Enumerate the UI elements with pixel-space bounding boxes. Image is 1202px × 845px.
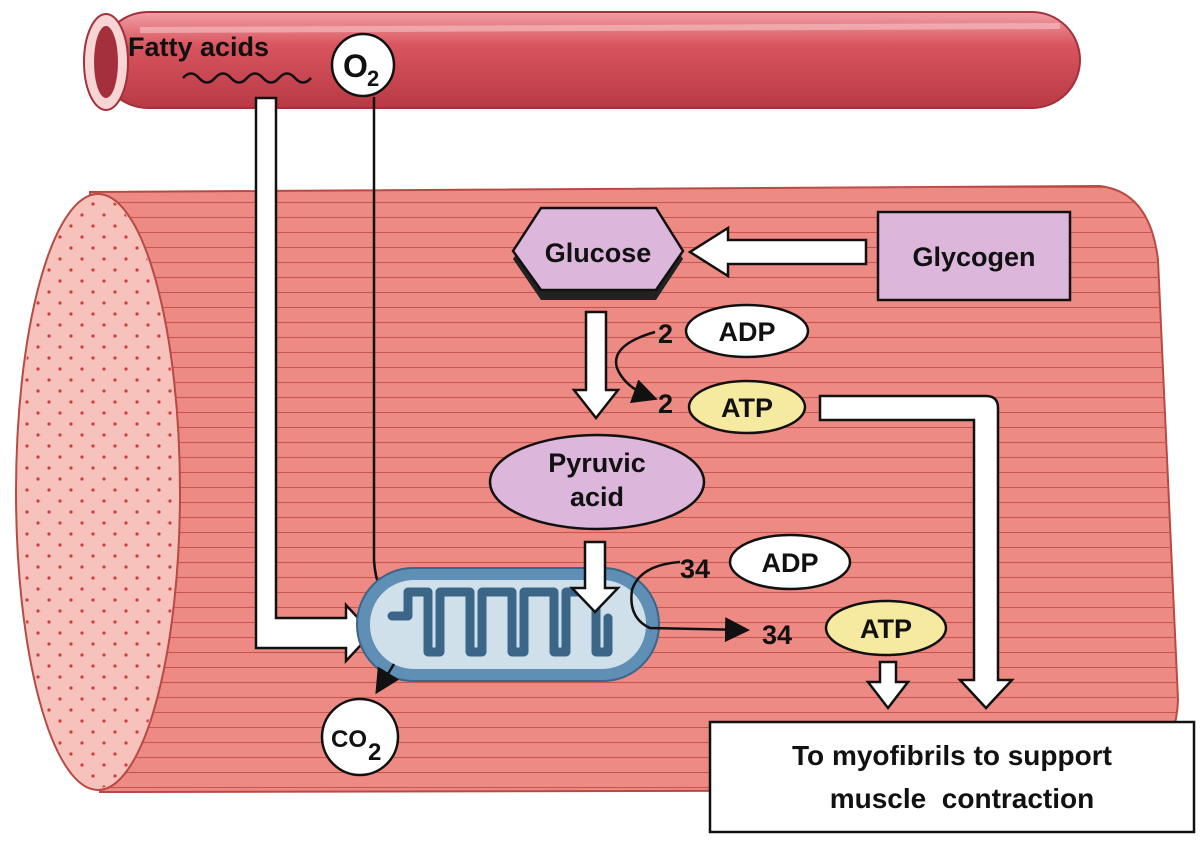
- pyruvic-acid-node: Pyruvic acid: [488, 433, 706, 531]
- blood-vessel-highlight: [139, 23, 1061, 33]
- mitochondrion-atp-count: 34: [762, 620, 792, 650]
- muscle-fiber-cross-section-dots: [18, 196, 178, 788]
- glucose-to-pyruvic-arrow: [571, 310, 621, 421]
- glycolysis-adp-label: ADP: [718, 317, 775, 347]
- glycogen-to-glucose-arrow: [687, 225, 868, 279]
- glycogen-label: Glycogen: [912, 242, 1035, 272]
- glycolysis-atp-label: ATP: [721, 393, 773, 423]
- mitochondrion-atp-to-output-arrow: [865, 660, 911, 711]
- output-label-line1: To myofibrils to support: [792, 740, 1112, 771]
- glucose-node: Glucose: [511, 206, 685, 300]
- oxygen-badge: O 2: [330, 32, 396, 98]
- mitochondrion-adp-count: 34: [680, 554, 710, 584]
- glycolysis-adp-pill: ADP: [684, 303, 810, 359]
- glycolysis-adp-count: 2: [658, 319, 673, 349]
- carbon-dioxide-symbol: CO: [331, 726, 367, 753]
- oxygen-symbol: O: [343, 48, 368, 84]
- pyruvic-to-mitochondrion-arrow: [569, 540, 621, 614]
- glycolysis-atp-count: 2: [658, 389, 673, 419]
- mitochondrion-adp-pill: ADP: [728, 533, 852, 591]
- mitochondrion-atp-pill: ATP: [824, 599, 948, 657]
- oxygen-subscript: 2: [367, 66, 379, 91]
- glycolysis-atp-to-output-arrow: [818, 394, 1015, 710]
- carbon-dioxide-arrow: [375, 663, 400, 695]
- pyruvic-acid-label-line2: acid: [570, 482, 624, 512]
- fatty-acids-label: Fatty acids: [128, 32, 269, 62]
- carbon-dioxide-badge: CO 2: [320, 697, 400, 777]
- blood-vessel-lumen: [94, 26, 118, 98]
- glycolysis-adp-to-atp-curve: [614, 330, 658, 404]
- mitochondrion-atp-label: ATP: [860, 614, 912, 644]
- fatty-acid-squiggle-icon: [182, 72, 312, 84]
- mitochondrion: [356, 567, 660, 682]
- carbon-dioxide-subscript: 2: [368, 739, 381, 766]
- glycogen-node: Glycogen: [876, 210, 1072, 302]
- glucose-label: Glucose: [545, 238, 652, 268]
- output-label-line2: muscle contraction: [830, 783, 1095, 814]
- output-box: To myofibrils to support muscle contract…: [708, 720, 1196, 834]
- mitochondrion-adp-label: ADP: [761, 548, 818, 578]
- glycolysis-atp-pill: ATP: [687, 379, 807, 435]
- pyruvic-acid-label-line1: Pyruvic: [548, 448, 646, 478]
- mitochondrion-adp-to-atp-curve: [630, 560, 750, 643]
